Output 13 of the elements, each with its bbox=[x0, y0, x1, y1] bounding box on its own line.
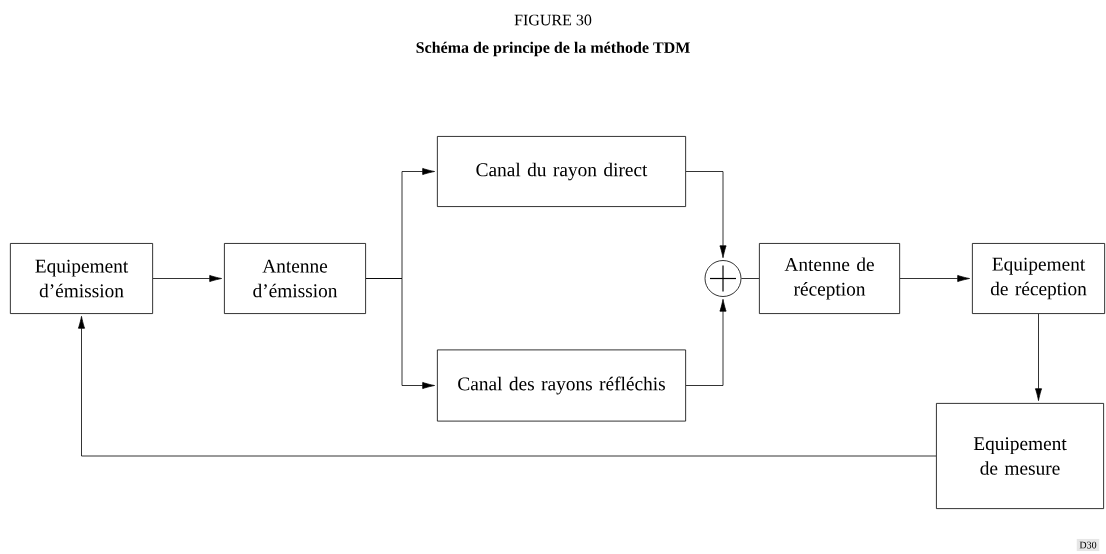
figure-heading: Schéma de principe de la méthode TDM bbox=[416, 41, 690, 57]
process-box: Equipement de réception bbox=[972, 243, 1106, 314]
process-box: Antenne de réception bbox=[759, 243, 901, 314]
arrow bbox=[685, 171, 727, 259]
process-box: Equipement d’émission bbox=[9, 243, 154, 314]
arrow bbox=[685, 298, 727, 386]
process-box: Canal du rayon direct bbox=[436, 136, 687, 207]
figure-title: FIGURE 30 bbox=[514, 14, 592, 26]
process-box: Canal des rayons réfléchis bbox=[436, 349, 687, 422]
process-box: Antenne d’émission bbox=[224, 243, 366, 314]
figure-code: D30 bbox=[1076, 538, 1100, 552]
summing-junction bbox=[704, 260, 742, 297]
process-box: Equipement de mesure bbox=[936, 403, 1104, 509]
